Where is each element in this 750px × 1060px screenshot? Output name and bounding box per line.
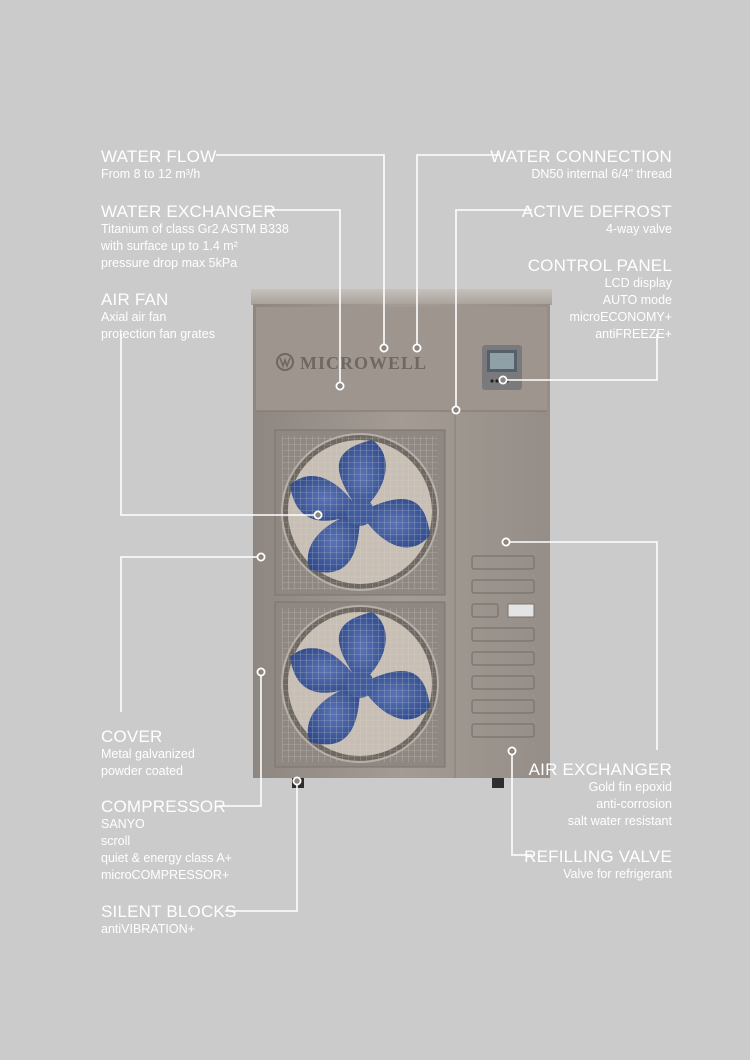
unit-top-cover xyxy=(251,289,552,305)
refilling-valve-line: Valve for refrigerant xyxy=(563,867,672,881)
callout-water-flow: WATER FLOW From 8 to 12 m³/h xyxy=(101,147,216,183)
control-panel-line: antiFREEZE+ xyxy=(595,327,672,341)
leader-control-panel xyxy=(503,334,658,381)
microwell-logo: MICROWELL xyxy=(276,353,427,373)
leader-compressor xyxy=(218,672,262,807)
upper-fan xyxy=(281,433,439,591)
active-defrost-line: 4-way valve xyxy=(606,222,672,236)
callout-air-fan: AIR FAN Axial air fan protection fan gra… xyxy=(101,290,215,343)
compressor-line: microCOMPRESSOR+ xyxy=(101,868,230,882)
compressor-title: COMPRESSOR xyxy=(101,797,226,816)
leader-water-connection xyxy=(416,154,500,348)
callout-silent-blocks: SILENT BLOCKS antiVIBRATION+ xyxy=(101,902,237,938)
cover-line: powder coated xyxy=(101,764,184,778)
leader-air-fan xyxy=(120,334,318,516)
air-exchanger-line: salt water resistant xyxy=(567,814,672,828)
callout-air-exchanger: AIR EXCHANGER Gold fin epoxid anti-corro… xyxy=(529,760,672,830)
callout-active-defrost: ACTIVE DEFROST 4-way valve xyxy=(522,202,672,238)
leader-air-exchanger xyxy=(506,541,658,750)
control-panel-line: microECONOMY+ xyxy=(569,310,672,324)
leader-cover xyxy=(120,556,261,712)
leader-water-exchanger xyxy=(265,209,341,386)
leader-water-flow xyxy=(216,154,385,348)
air-exchanger-title: AIR EXCHANGER xyxy=(528,760,672,779)
right-foot xyxy=(492,778,504,788)
logo-text: MICROWELL xyxy=(300,353,427,373)
silent-blocks-line: antiVIBRATION+ xyxy=(101,922,195,936)
compressor-line: quiet & energy class A+ xyxy=(101,851,232,865)
lower-fan xyxy=(281,605,439,763)
leader-active-defrost xyxy=(455,209,532,410)
water-flow-line: From 8 to 12 m³/h xyxy=(101,167,201,181)
air-fan-line: protection fan grates xyxy=(101,327,215,341)
callout-cover: COVER Metal galvanized powder coated xyxy=(101,727,195,780)
active-defrost-title: ACTIVE DEFROST xyxy=(521,202,672,221)
air-exchanger-line: Gold fin epoxid xyxy=(588,780,672,794)
callout-water-connection: WATER CONNECTION DN50 internal 6/4" thre… xyxy=(490,147,672,183)
water-exchanger-line: Titanium of class Gr2 ASTM B338 xyxy=(101,222,289,236)
cover-line: Metal galvanized xyxy=(101,747,195,761)
control-panel-line: AUTO mode xyxy=(602,293,672,307)
callout-water-exchanger: WATER EXCHANGER Titanium of class Gr2 AS… xyxy=(101,202,289,272)
callout-refilling-valve: REFILLING VALVE Valve for refrigerant xyxy=(524,847,672,883)
callout-compressor: COMPRESSOR SANYO scroll quiet & energy c… xyxy=(101,797,232,884)
callout-control-panel: CONTROL PANEL LCD display AUTO mode micr… xyxy=(528,256,672,343)
silent-blocks-title: SILENT BLOCKS xyxy=(101,902,237,921)
water-exchanger-line: pressure drop max 5kPa xyxy=(101,256,238,270)
air-fan-title: AIR FAN xyxy=(101,290,169,309)
leader-refilling-valve xyxy=(511,751,532,856)
air-exchanger-line: anti-corrosion xyxy=(596,797,672,811)
air-fan-line: Axial air fan xyxy=(101,310,167,324)
leader-silent-blocks xyxy=(225,781,298,912)
control-panel-line: LCD display xyxy=(604,276,672,290)
side-louvres xyxy=(471,555,535,738)
compressor-line: SANYO xyxy=(101,817,145,831)
control-panel-title: CONTROL PANEL xyxy=(527,256,672,275)
water-exchanger-line: with surface up to 1.4 m² xyxy=(101,239,238,253)
cover-title: COVER xyxy=(101,727,163,746)
side-label-plate xyxy=(507,603,535,618)
water-connection-title: WATER CONNECTION xyxy=(490,147,672,166)
leader-endpoints xyxy=(256,343,517,786)
leader-lines xyxy=(120,154,658,912)
heat-pump-unit: MICROWELL xyxy=(251,289,552,788)
water-connection-line: DN50 internal 6/4" thread xyxy=(531,167,672,181)
compressor-line: scroll xyxy=(101,834,131,848)
water-exchanger-title: WATER EXCHANGER xyxy=(101,202,276,221)
refilling-valve-title: REFILLING VALVE xyxy=(524,847,672,866)
water-flow-title: WATER FLOW xyxy=(101,147,217,166)
